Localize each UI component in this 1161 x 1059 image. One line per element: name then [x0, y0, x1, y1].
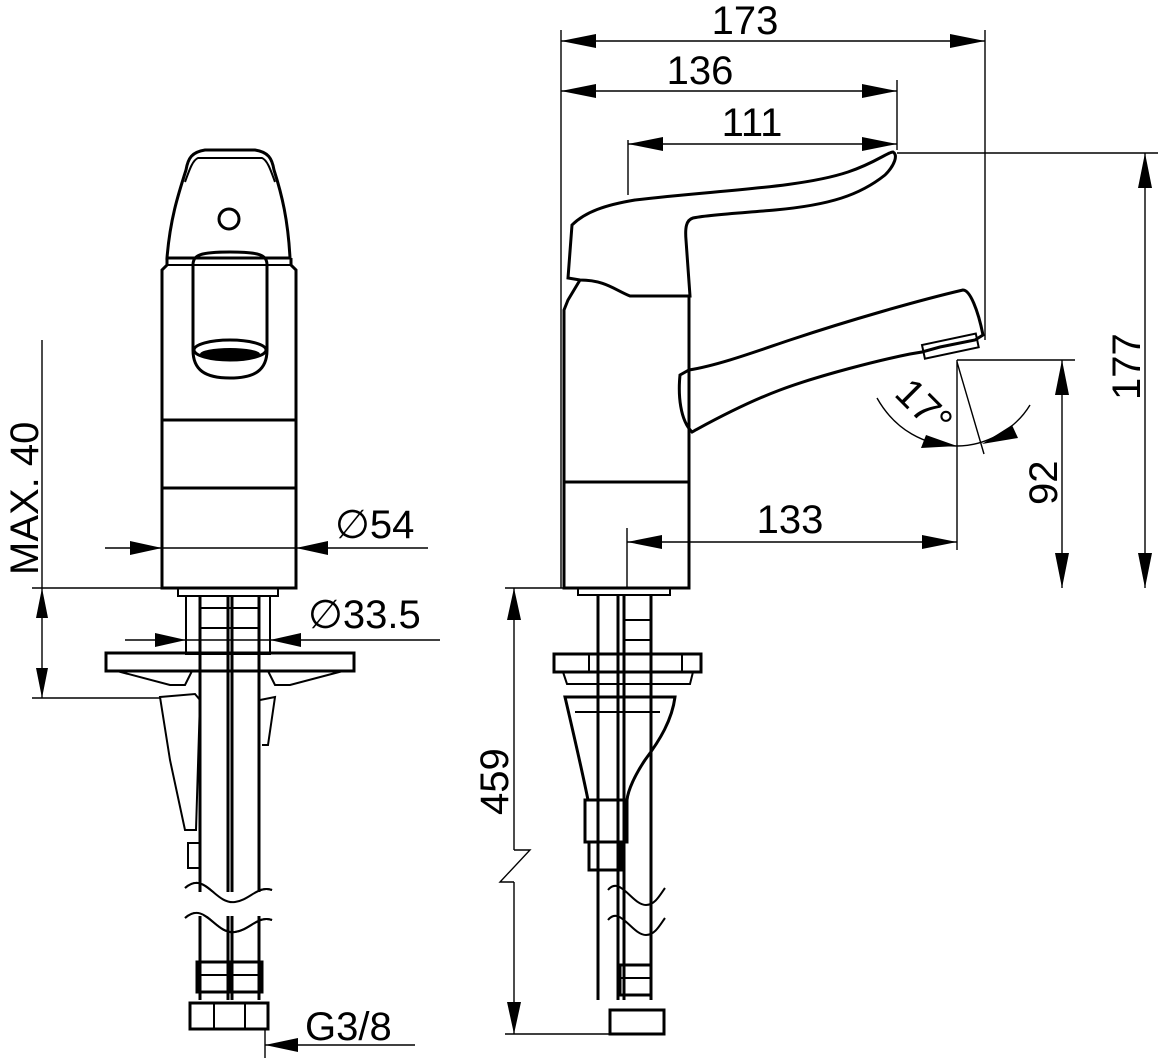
lever-hole-icon — [217, 207, 241, 231]
dim-shank-diameter: ∅33.5 — [308, 593, 421, 637]
dim-overall-height: 177 — [1105, 333, 1149, 400]
hex-nut — [188, 1001, 270, 1031]
front-clamp — [158, 692, 202, 831]
side-view: 173 136 111 177 92 133 — [473, 0, 1158, 1036]
side-lever — [566, 150, 897, 298]
side-mounting-plate — [552, 652, 703, 674]
dim-spout-height: 92 — [1022, 461, 1066, 506]
side-clamp — [563, 695, 677, 802]
side-spout — [677, 288, 985, 434]
front-lever — [165, 148, 292, 260]
side-hex-nut — [608, 1008, 666, 1036]
dim-overall-depth: 173 — [712, 0, 779, 43]
dim-swivel-angle: 17° — [887, 370, 961, 444]
dim-spout-reach: 133 — [757, 498, 824, 542]
front-mounting-plate — [104, 651, 356, 673]
dim-max-40: MAX. 40 — [3, 422, 47, 575]
dim-lever-length: 111 — [722, 101, 783, 145]
front-body — [160, 258, 298, 490]
front-base — [160, 418, 298, 590]
dim-hose-length: 459 — [473, 748, 517, 815]
dim-lever-reach: 136 — [667, 49, 734, 93]
dim-connection-thread: G3/8 — [305, 1005, 392, 1049]
dim-body-diameter: ∅54 — [335, 503, 414, 547]
front-view: MAX. 40 ∅54 ∅33.5 G3/8 — [3, 148, 440, 1058]
side-body — [562, 279, 691, 590]
